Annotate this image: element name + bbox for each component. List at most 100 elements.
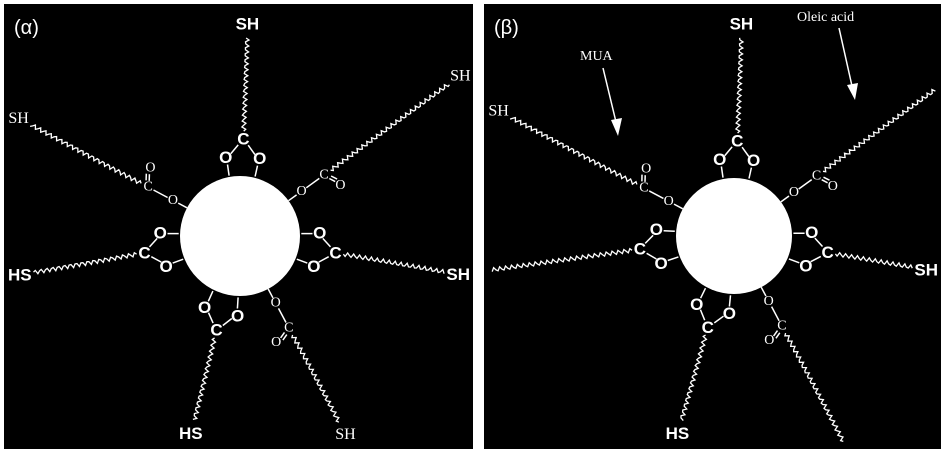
oxygen-atom: O bbox=[296, 184, 306, 199]
oxygen-atom: O bbox=[145, 161, 155, 176]
oxygen-atom: O bbox=[799, 256, 812, 275]
oxygen-atom: O bbox=[764, 333, 774, 348]
thiol-terminal: HS bbox=[666, 424, 690, 443]
oxygen-atom: O bbox=[805, 223, 818, 242]
surface-bond bbox=[788, 258, 800, 264]
carboxylate-bond bbox=[322, 237, 332, 248]
oxygen-atom: O bbox=[313, 223, 326, 242]
thiol-terminal: SH bbox=[730, 15, 754, 34]
alkyl-chain bbox=[834, 251, 913, 269]
surface-bond bbox=[207, 290, 214, 302]
panel-alpha-core-particle bbox=[180, 176, 300, 296]
ester-bond bbox=[648, 190, 664, 200]
carbon-atom: C bbox=[731, 132, 743, 151]
surface-bond bbox=[673, 203, 684, 210]
annotation-mua-arrow bbox=[602, 67, 617, 123]
alkyl-chain bbox=[509, 116, 638, 186]
annotation-mua: MUA bbox=[580, 49, 622, 136]
surface-bond bbox=[254, 165, 259, 177]
oxygen-atom: O bbox=[713, 150, 726, 169]
ligand-3: OCO bbox=[760, 286, 845, 443]
oxygen-atom: O bbox=[154, 223, 167, 242]
alkyl-chain bbox=[192, 337, 217, 421]
surface-bond bbox=[728, 295, 732, 307]
thiol-terminal: HS bbox=[179, 424, 203, 443]
oxygen-atom: O bbox=[690, 295, 703, 314]
ligand-5: OOC bbox=[491, 220, 679, 273]
thiol-terminal: SH bbox=[8, 110, 29, 127]
carboxylate-bond bbox=[644, 234, 654, 244]
alkyl-chain bbox=[240, 37, 251, 132]
alkyl-chain bbox=[342, 251, 445, 274]
ester-bond bbox=[277, 308, 287, 323]
oxygen-atom: O bbox=[307, 257, 320, 276]
oxygen-atom: O bbox=[231, 306, 244, 325]
annotation-oleic-acid: Oleic acid bbox=[797, 10, 858, 100]
ligand-1: OCO bbox=[780, 88, 936, 203]
carboxylate-bond bbox=[207, 312, 214, 324]
ligand-4: O OC HS bbox=[666, 287, 736, 443]
surface-bond bbox=[699, 287, 707, 299]
oxygen-atom: O bbox=[650, 220, 663, 239]
ester-bond bbox=[305, 177, 320, 189]
thiol-terminal: SH bbox=[914, 260, 938, 279]
carboxylate-bond bbox=[247, 144, 256, 155]
annotation-mua-arrowhead bbox=[611, 118, 622, 136]
oxygen-atom: O bbox=[219, 148, 232, 167]
carboxylate-bond bbox=[724, 146, 733, 157]
double-bond bbox=[821, 179, 828, 184]
oxygen-atom: O bbox=[764, 294, 774, 309]
panel-beta-core-particle bbox=[676, 178, 792, 294]
carbon-atom: C bbox=[639, 181, 648, 196]
carboxylate-bond bbox=[222, 317, 233, 327]
oxygen-atom: O bbox=[828, 179, 838, 194]
oxygen-atom: O bbox=[159, 257, 172, 276]
double-bond bbox=[823, 176, 830, 181]
oxygen-atom: O bbox=[641, 161, 651, 176]
surface-bond bbox=[663, 229, 675, 232]
surface-bond bbox=[172, 258, 184, 264]
surface-bond bbox=[667, 256, 679, 262]
double-bond bbox=[328, 177, 336, 183]
carbon-atom: C bbox=[702, 318, 714, 337]
annotation-oleic-acid-label: Oleic acid bbox=[797, 10, 854, 25]
carboxylate-bond bbox=[814, 237, 824, 248]
carboxylate-bond bbox=[150, 256, 162, 263]
thiol-terminal: SH bbox=[450, 67, 471, 84]
oxygen-atom: O bbox=[168, 193, 178, 208]
oxygen-atom: O bbox=[723, 304, 736, 323]
carboxylate-bond bbox=[148, 237, 158, 248]
oxygen-atom: O bbox=[198, 298, 211, 317]
surface-bond bbox=[288, 194, 298, 202]
carboxylate-bond bbox=[713, 315, 724, 324]
surface-bond bbox=[226, 164, 230, 176]
oxygen-atom: O bbox=[271, 296, 281, 311]
surface-bond bbox=[177, 202, 188, 209]
thiol-terminal: SH bbox=[446, 265, 470, 284]
carbon-atom: C bbox=[138, 243, 150, 262]
surface-bond bbox=[296, 258, 308, 264]
alkyl-chain bbox=[822, 88, 936, 173]
double-bond bbox=[282, 334, 288, 341]
alkyl-chain bbox=[734, 37, 745, 134]
alkyl-chain bbox=[680, 334, 708, 422]
surface-bond bbox=[720, 166, 724, 178]
carbon-atom: C bbox=[284, 320, 293, 335]
double-bond bbox=[279, 331, 286, 339]
annotation-oleic-acid-arrow bbox=[838, 27, 853, 87]
oxygen-atom: O bbox=[335, 178, 345, 193]
carbon-atom: C bbox=[210, 321, 222, 340]
oxygen-atom: O bbox=[271, 335, 281, 350]
alkyl-chain bbox=[784, 332, 845, 443]
